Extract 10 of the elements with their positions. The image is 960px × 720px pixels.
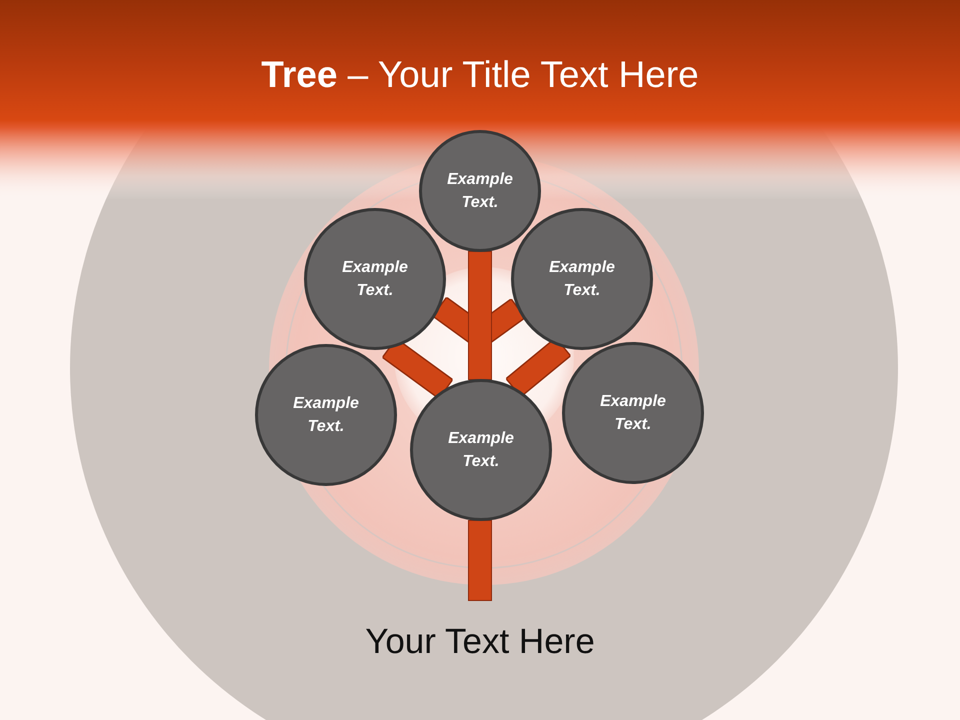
node-text: Example Text. (292, 394, 360, 437)
trunk-line (469, 252, 491, 379)
node-text: Example Text. (446, 170, 514, 213)
node-text: Example Text. (341, 258, 409, 301)
slide-title: Tree – Your Title Text Here (261, 53, 699, 97)
node-text: Example Text. (447, 429, 515, 472)
node-text: Example Text. (548, 258, 616, 301)
node-text: Example Text. (599, 392, 667, 435)
caption-text: Your Text Here (365, 621, 595, 663)
trunk-line (469, 521, 491, 600)
